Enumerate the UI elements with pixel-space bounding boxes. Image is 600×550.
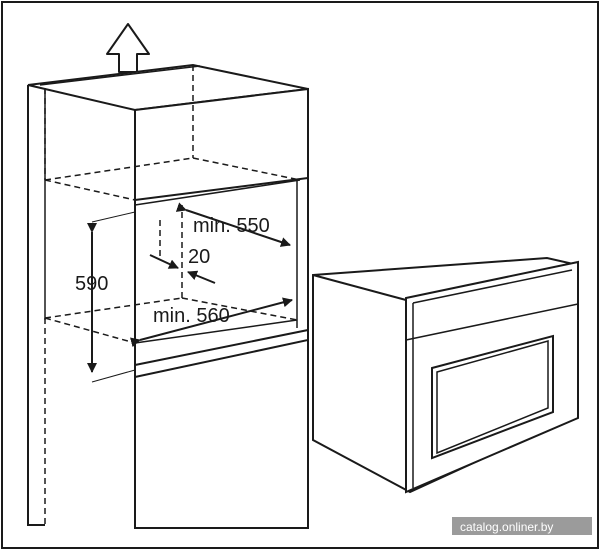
oven-window [431,334,554,460]
oven-top-edge [312,274,407,301]
watermark: catalog.onliner.by [452,517,592,535]
cabinet-left-side [27,85,46,526]
dimension-height [87,211,136,383]
depth-label: min. 550 [193,215,270,237]
width-label: min. 560 [153,305,230,327]
dimension-gap [149,254,216,284]
cabinet-lower-front [134,340,309,529]
watermark-text: catalog.onliner.by [460,520,553,534]
dimension-depth [175,202,291,247]
cabinet [27,63,309,529]
niche-top-edge [134,179,301,206]
dimension-width [130,297,293,348]
oven [312,256,579,494]
niche-shelf [134,319,309,379]
gap-label: 20 [188,246,210,268]
hidden-lines [44,65,301,525]
up-arrow-icon [106,23,150,73]
height-label: 590 [75,273,108,295]
oven-control-strip [405,303,579,341]
niche-right-wall [296,89,309,330]
